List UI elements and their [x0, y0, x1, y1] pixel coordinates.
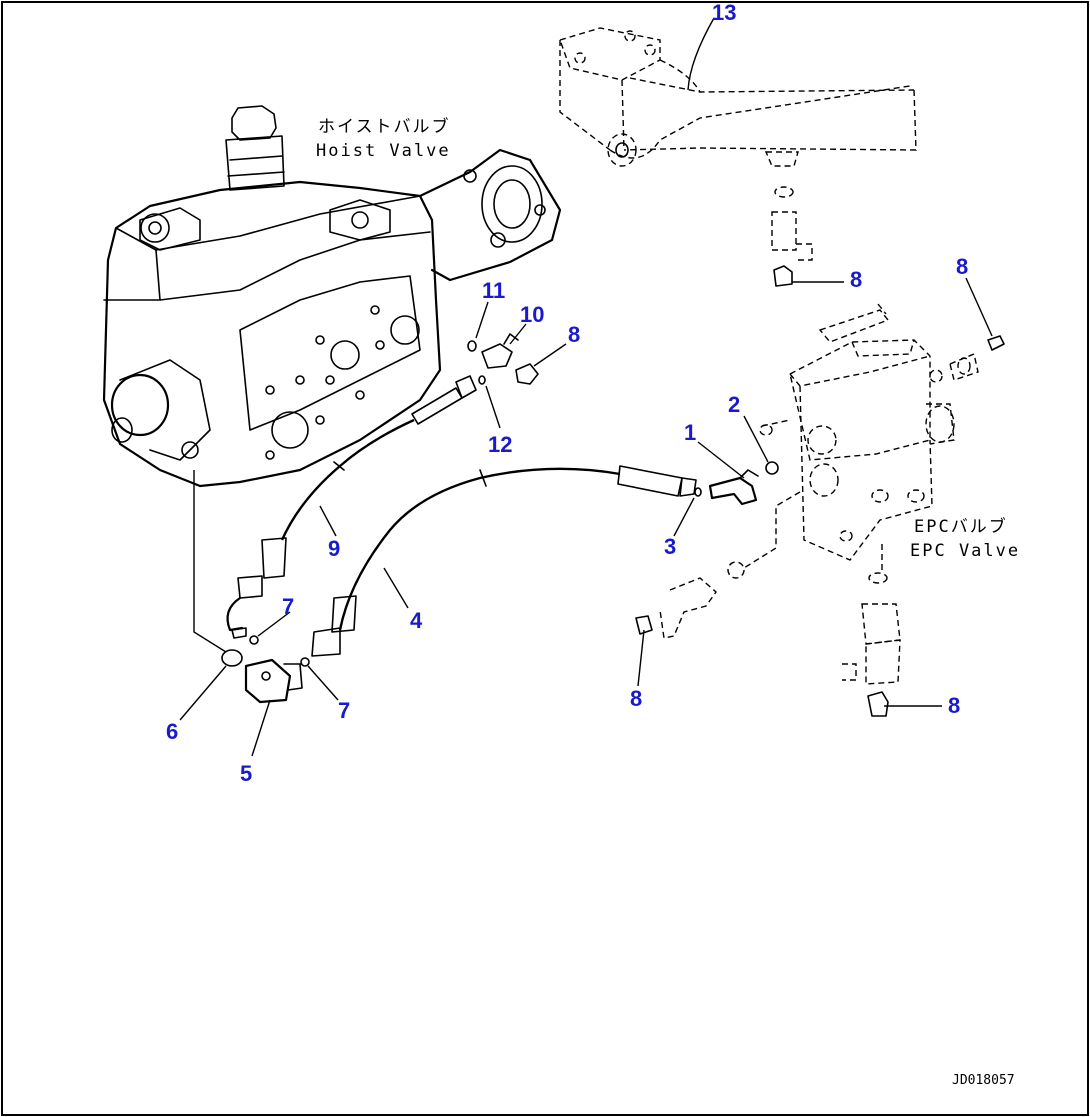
drawing-code: JD018057 — [952, 1073, 1015, 1088]
hose-4 — [311, 465, 697, 657]
hoist-valve-label-jp: ホイストバルブ — [318, 116, 451, 137]
elbow-1 — [708, 469, 759, 506]
hoist-valve-label-en: Hoist Valve — [316, 141, 451, 161]
o-ring-6 — [221, 649, 243, 667]
o-ring-11 — [467, 340, 477, 352]
callout-10: 10 — [520, 302, 544, 327]
plug-8-hoist — [515, 363, 539, 385]
callout-11: 11 — [482, 278, 505, 303]
callout-8: 8 — [956, 254, 968, 279]
o-ring-2 — [765, 461, 779, 475]
callout-3: 3 — [664, 534, 676, 559]
callout-2: 2 — [728, 392, 740, 417]
callout-1: 1 — [684, 420, 696, 445]
leader-lines — [179, 17, 993, 757]
connection-line — [193, 470, 227, 653]
callout-8: 8 — [948, 693, 960, 718]
hoist-valve — [102, 105, 562, 488]
o-ring-7b — [300, 657, 310, 667]
callout-8: 8 — [568, 322, 580, 347]
o-ring-12 — [478, 375, 486, 385]
o-ring-3 — [694, 487, 702, 497]
callout-4: 4 — [410, 608, 423, 633]
epc-valve-label-en: EPC Valve — [910, 541, 1020, 561]
callout-7: 7 — [338, 698, 350, 723]
fitting-10 — [481, 333, 519, 369]
pipe-13 — [559, 27, 917, 287]
callout-6: 6 — [166, 719, 178, 744]
callout-13: 13 — [712, 0, 736, 25]
callout-5: 5 — [240, 761, 252, 786]
callout-8: 8 — [630, 686, 642, 711]
callout-12: 12 — [488, 432, 512, 457]
callout-7: 7 — [282, 594, 294, 619]
tee-5 — [244, 658, 303, 704]
callout-9: 9 — [328, 536, 340, 561]
epc-valve — [635, 303, 1005, 717]
epc-valve-label-jp: EPCバルブ — [914, 516, 1008, 537]
hose-9 — [226, 375, 477, 639]
o-ring-7a — [249, 635, 259, 645]
callout-8: 8 — [850, 267, 862, 292]
